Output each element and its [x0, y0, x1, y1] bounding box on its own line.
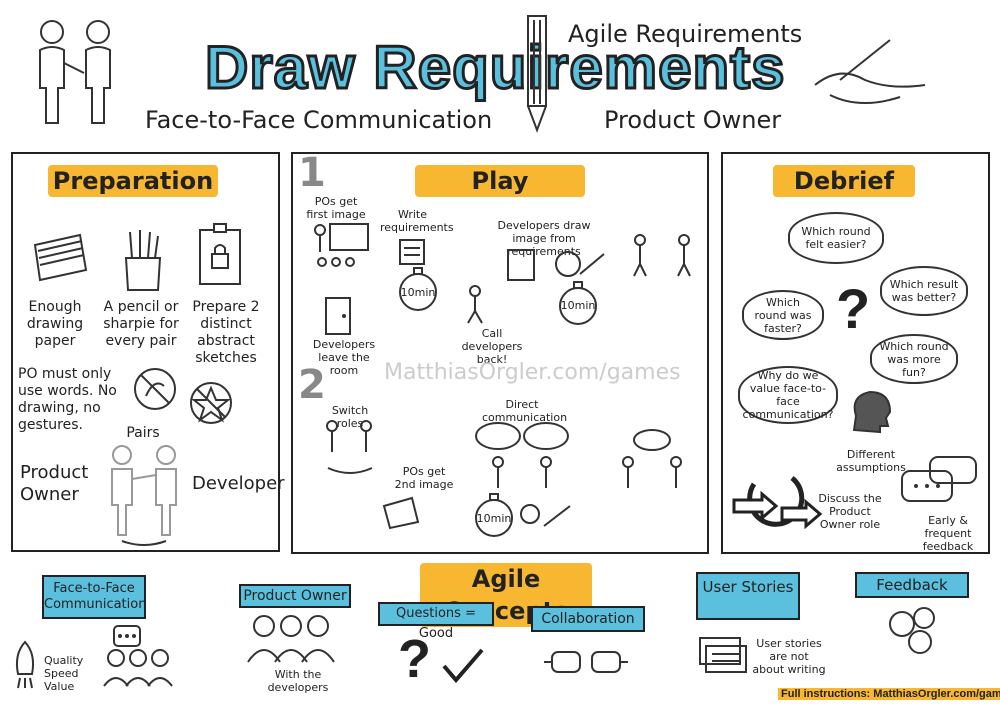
stories-sub: User stories are not about writing: [752, 637, 826, 676]
stick-figure-icon: [467, 285, 483, 324]
concept-f2f: Face-to-Face Communication: [42, 575, 146, 619]
r1-write: Write requirements: [380, 208, 454, 234]
product-owner-label: Product Owner: [604, 106, 782, 134]
fist-bump-icon: [544, 651, 628, 673]
team-icon: [247, 615, 335, 663]
head-icon: [852, 390, 892, 434]
two-people-icon: [39, 20, 111, 124]
early-feedback: Early & frequent feedback: [922, 514, 974, 553]
po-sub: With the developers: [267, 668, 329, 694]
different-assumptions: Different assumptions: [836, 448, 906, 474]
r2-timer: 10min: [476, 512, 512, 525]
agile-requirements-label: Agile Requirements: [568, 20, 803, 48]
concept-collaboration: Collaboration: [531, 606, 645, 632]
footer-instructions: Full instructions: MatthiasOrgler.com/ga…: [778, 688, 1000, 700]
chat-bubbles-icon: [901, 456, 977, 502]
timer-icon-2: [559, 281, 597, 325]
hand-drawing-icon: [814, 39, 926, 105]
r1-call-back: Call developers back!: [461, 327, 523, 366]
role-product-owner: Product Owner: [20, 462, 89, 505]
feedback-chat-icon: [889, 607, 935, 654]
r2-switch: Switch roles: [331, 404, 369, 430]
round-2-number: 2: [298, 362, 326, 408]
timer-icon-3: [475, 493, 513, 537]
concept-feedback: Feedback: [855, 572, 969, 598]
play-panel: [291, 152, 709, 554]
switch-roles-icon: [326, 420, 373, 474]
checkmark-icon: [442, 648, 484, 684]
q-easier: Which round felt easier?: [788, 212, 884, 264]
concept-po: Product Owner: [239, 584, 351, 608]
celebration-icon: [622, 429, 682, 488]
pencil-cup-icon: [124, 230, 162, 291]
pencil-icon: [527, 15, 547, 133]
cycle-arrows-icon: [732, 476, 823, 530]
preparation-title: Preparation: [48, 165, 218, 197]
play-title: Play: [415, 165, 585, 197]
prep-item-pencil: A pencil or sharpie for every pair: [103, 299, 179, 349]
role-developer: Developer: [192, 473, 285, 494]
paper-hand-icon: [382, 496, 420, 530]
pair-people-icon: [111, 445, 177, 546]
no-gestures-icon: [190, 382, 232, 424]
q-faster: Which round was faster?: [742, 290, 824, 340]
pairs-label: Pairs: [126, 425, 160, 441]
q-why-f2f: Why do we value face-to-face communicati…: [738, 366, 838, 424]
round-1-number: 1: [298, 150, 326, 196]
prep-item-sketches: Prepare 2 distinct abstract sketches: [192, 299, 260, 366]
notepad-icon: [399, 239, 425, 265]
debrief-title: Debrief: [773, 165, 915, 197]
locked-sketch-icon: [199, 223, 241, 285]
main-title: Draw Requirements: [204, 34, 786, 101]
r1-timer-2: 10min: [560, 299, 596, 312]
r1-draw: Developers draw image from requirements: [497, 219, 591, 258]
question-mark-icon: ?: [836, 277, 871, 340]
debrief-panel: [721, 152, 990, 554]
concept-user-stories: User Stories: [696, 572, 800, 620]
drawing-icon-2: [520, 504, 571, 527]
conversation-icon: [475, 422, 569, 488]
no-drawing-icon: [134, 368, 176, 410]
presenter-icon: [314, 223, 369, 267]
paper-stack-icon: [33, 233, 88, 282]
timer-icon-1: [399, 267, 437, 311]
f2f-label: Face-to-Face Communication: [145, 106, 493, 134]
preparation-panel: [11, 152, 280, 552]
drawing-icon: [507, 249, 605, 281]
q-better: Which result was better?: [880, 266, 968, 316]
po-rule: PO must only use words. No drawing, no g…: [18, 366, 117, 433]
concept-questions: Questions = Good: [378, 602, 494, 641]
story-cards-icon: [699, 637, 747, 673]
r2-second-image: POs get 2nd image: [394, 465, 454, 491]
r1-leave: Developers leave the room: [312, 338, 376, 377]
r1-timer-1: 10min: [400, 286, 436, 299]
group-chat-icon: [103, 625, 173, 687]
r2-direct: Direct communication: [482, 398, 568, 424]
q-more-fun: Which round was more fun?: [870, 334, 958, 384]
watermark: MatthiasOrgler.com/games: [384, 360, 681, 385]
prep-item-paper: Enough drawing paper: [26, 299, 84, 349]
question-icon: ?: [398, 629, 431, 689]
discuss-po-role: Discuss the Product Owner role: [818, 492, 882, 531]
comparison-figures-icon: [633, 234, 691, 277]
f2f-benefits: Quality Speed Value: [44, 654, 84, 693]
rocket-icon: [15, 640, 35, 689]
door-icon: [325, 297, 351, 335]
r1-first-image: POs get first image: [306, 195, 366, 221]
